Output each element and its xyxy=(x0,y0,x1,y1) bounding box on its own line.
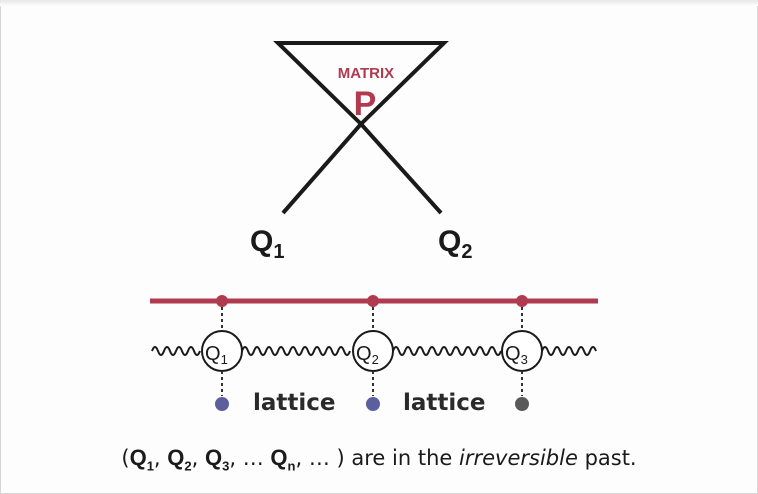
caption-open-paren: ( xyxy=(121,446,130,470)
caption-qn: Qn xyxy=(270,445,296,474)
lattice-label-1: lattice xyxy=(253,390,336,416)
caption-q1: Q1 xyxy=(129,445,154,474)
matrix-symbol: P xyxy=(354,85,377,123)
spring-right xyxy=(541,346,597,356)
caption-q3: Q3 xyxy=(205,445,230,474)
lattice-node-2-label: Q2 xyxy=(356,343,379,367)
output-line-1 xyxy=(281,122,363,215)
timeline-dot-3 xyxy=(516,295,528,307)
output-label-q2: Q2 xyxy=(438,225,472,263)
timeline-dot-2 xyxy=(367,295,379,307)
caption-ellipsis: … xyxy=(242,446,264,470)
lattice-anchor-3 xyxy=(515,397,529,411)
lattice-anchor-1 xyxy=(215,397,229,411)
caption-tail: past. xyxy=(584,446,637,470)
lattice-anchor-2 xyxy=(366,397,380,411)
caption-q2: Q2 xyxy=(167,445,192,474)
lattice-node-3-label: Q3 xyxy=(505,343,528,367)
frame-top-shade xyxy=(0,0,758,6)
matrix-caption: MATRIX xyxy=(338,65,394,82)
output-line-2 xyxy=(359,122,443,215)
lattice-node-1-label: Q1 xyxy=(205,343,228,367)
caption-emphasis: irreversible xyxy=(459,446,578,470)
spring-2-3 xyxy=(392,346,502,356)
caption-middle: … ) are in the xyxy=(302,446,453,470)
output-label-q1: Q1 xyxy=(250,225,284,263)
spring-left xyxy=(151,346,201,356)
spring-1-2 xyxy=(241,346,351,356)
timeline-dot-1 xyxy=(216,295,228,307)
matrix-triangle xyxy=(273,41,449,127)
caption: (Q1, Q2, Q3, … Qn, … ) are in the irreve… xyxy=(121,445,637,474)
lattice-label-2: lattice xyxy=(403,390,486,416)
